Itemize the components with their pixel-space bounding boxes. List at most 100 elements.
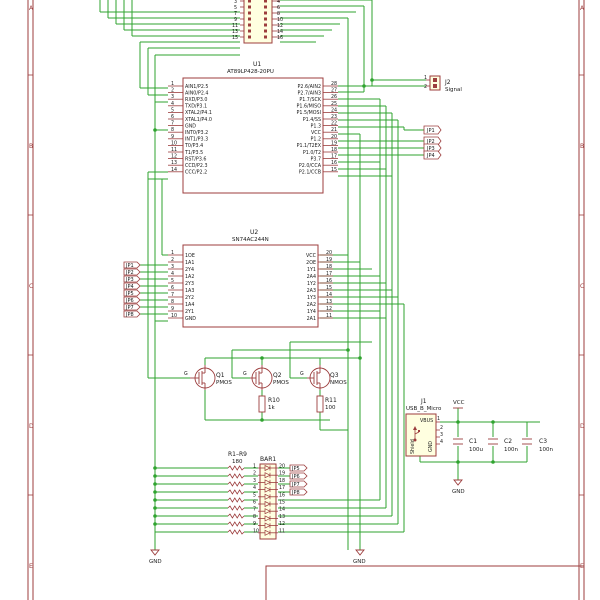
hdr-num-6: 6: [277, 5, 280, 11]
j1-pin-2: 2: [440, 425, 443, 431]
u1-pin-number: 1: [171, 81, 174, 87]
gnd-usb-label: GND: [452, 489, 465, 495]
u1-pin-number: 24: [331, 107, 337, 113]
u1-pin-number: 22: [331, 121, 337, 127]
u2-pin-number: 20: [326, 250, 332, 256]
u1-pin-name: P1.7/SCK: [299, 97, 322, 103]
header-pad: [264, 29, 267, 33]
net-label-u2-jp3: JP3: [123, 275, 141, 283]
hdr-num-15: 15: [232, 35, 238, 41]
net-label-u2-jp6: JP6: [123, 296, 141, 304]
resistor-zigzag: [227, 473, 245, 479]
u1-pin-number: 2: [171, 88, 174, 94]
r10-resistor: R10 1k: [258, 395, 280, 413]
header-pad: [248, 11, 251, 15]
r11-ref: R11: [325, 397, 337, 404]
u1-pin-name: T0/P3.4: [184, 143, 203, 149]
u2-buffer: U2 SN74AC244N 11OE21A132Y441A252Y361A372…: [168, 229, 333, 328]
q1-pmos: G Q1 PMOS: [184, 365, 232, 390]
u2-pin-number: 13: [326, 299, 332, 305]
net-label-bar-jp5: JP5: [289, 464, 308, 472]
u1-pin-name: P2.0/CCA: [299, 163, 322, 169]
u1-pin-name: P2.7/AIN3: [298, 90, 321, 96]
u2-pin-number: 18: [326, 264, 332, 270]
junctions: [153, 78, 495, 526]
j1-usb-micro: J1 USB_B_Micro VBUS Shield GND 1 2 3 4: [405, 398, 443, 457]
u1-pin-number: 21: [331, 127, 337, 133]
u2-pin-name: 2A1: [307, 316, 316, 322]
u1-pin-name: P1.6/MISO: [296, 104, 321, 110]
hdr-num-11: 11: [232, 23, 238, 29]
u1-pin-number: 4: [171, 101, 174, 107]
net-label-u2-jp7: JP7: [123, 303, 141, 311]
bar1-pin-left: 6: [253, 500, 256, 506]
u2-pin-name: 2Y2: [185, 295, 194, 301]
u1-pin-number: 10: [171, 140, 177, 146]
u1-pin-name: P1.2: [310, 137, 321, 143]
u2-pin-name: 1A2: [185, 274, 194, 280]
net-label-u2-jp1: JP1: [123, 261, 141, 269]
c1-capacitor: C1 100u: [453, 438, 483, 453]
u1-pin-number: 19: [331, 140, 337, 146]
resistor-zigzag: [227, 529, 245, 535]
u1-pin-name: AIN1/P2.5: [185, 84, 208, 90]
resistor-zigzag: [227, 505, 245, 511]
j1-shield-label: Shield: [410, 439, 416, 454]
u1-ref: U1: [253, 61, 261, 68]
j2-value: Signal: [445, 87, 462, 93]
u2-pin-name: 2A3: [307, 288, 316, 294]
u2-pin-name: 1A4: [185, 302, 194, 308]
resistor-zigzag: [227, 513, 245, 519]
u1-pin-name: INT0/P3.2: [185, 130, 208, 136]
u2-pin-number: 1: [171, 250, 174, 256]
u2-pin-number: 14: [326, 292, 332, 298]
u1-pin-number: 12: [171, 154, 177, 160]
r11-value: 100: [325, 405, 336, 411]
u1-pin-number: 18: [331, 147, 337, 153]
bar1-pin-right: 11: [279, 528, 285, 534]
u1-pin-name: VCC: [311, 130, 322, 136]
hdr-num-16: 16: [277, 35, 283, 41]
sheet-frame: A B C D E A B C D E: [27, 0, 585, 600]
header-pad: [248, 35, 251, 39]
j1-pin-1: 1: [437, 416, 440, 422]
bar1-pin-right: 12: [279, 521, 285, 527]
svg-text:JP1: JP1: [426, 128, 435, 134]
header-pad: [264, 17, 267, 21]
j1-value: USB_B_Micro: [406, 406, 442, 412]
bar1-pin-right: 20: [279, 464, 285, 470]
c3-ref: C3: [539, 438, 547, 445]
hdr-num-12: 12: [277, 23, 283, 29]
u1-pin-name: T1/P3.5: [184, 150, 203, 156]
u1-pin-number: 3: [171, 94, 174, 100]
u1-pin-name: INT1/P3.3: [185, 137, 208, 143]
header-pad: [248, 5, 251, 9]
header-pad: [264, 11, 267, 15]
svg-text:JP6: JP6: [291, 474, 300, 480]
frame-row-b-right: B: [580, 143, 584, 150]
u1-pin-name: GND: [185, 123, 196, 129]
bar1-pin-left: 1: [253, 464, 256, 470]
header-pad: [248, 29, 251, 33]
u2-pin-number: 5: [171, 278, 174, 284]
u2-pin-number: 19: [326, 257, 332, 263]
u2-pin-name: 1Y2: [307, 281, 316, 287]
svg-text:JP1: JP1: [125, 263, 134, 269]
frame-row-b: B: [29, 143, 33, 150]
j2-pin-1: 1: [424, 75, 427, 81]
q3-ref: Q3: [330, 372, 339, 379]
bar1-pin-left: 9: [253, 521, 256, 527]
u1-value: AT89LP428-20PU: [227, 69, 274, 75]
hdr-num-10: 10: [277, 17, 283, 23]
u2-pin-number: 8: [171, 299, 174, 305]
bar-net-labels: JP5 JP6 JP7 JP8: [289, 464, 308, 496]
net-label-jp1: JP1: [423, 125, 442, 135]
u2-pin-number: 9: [171, 306, 174, 312]
hdr-num-8: 8: [277, 11, 280, 17]
u1-pin-number: 26: [331, 94, 337, 100]
resistor-zigzag: [227, 489, 245, 495]
u2-pin-number: 15: [326, 285, 332, 291]
bar1-pin-right: 19: [279, 471, 285, 477]
q2-ref: Q2: [273, 372, 282, 379]
